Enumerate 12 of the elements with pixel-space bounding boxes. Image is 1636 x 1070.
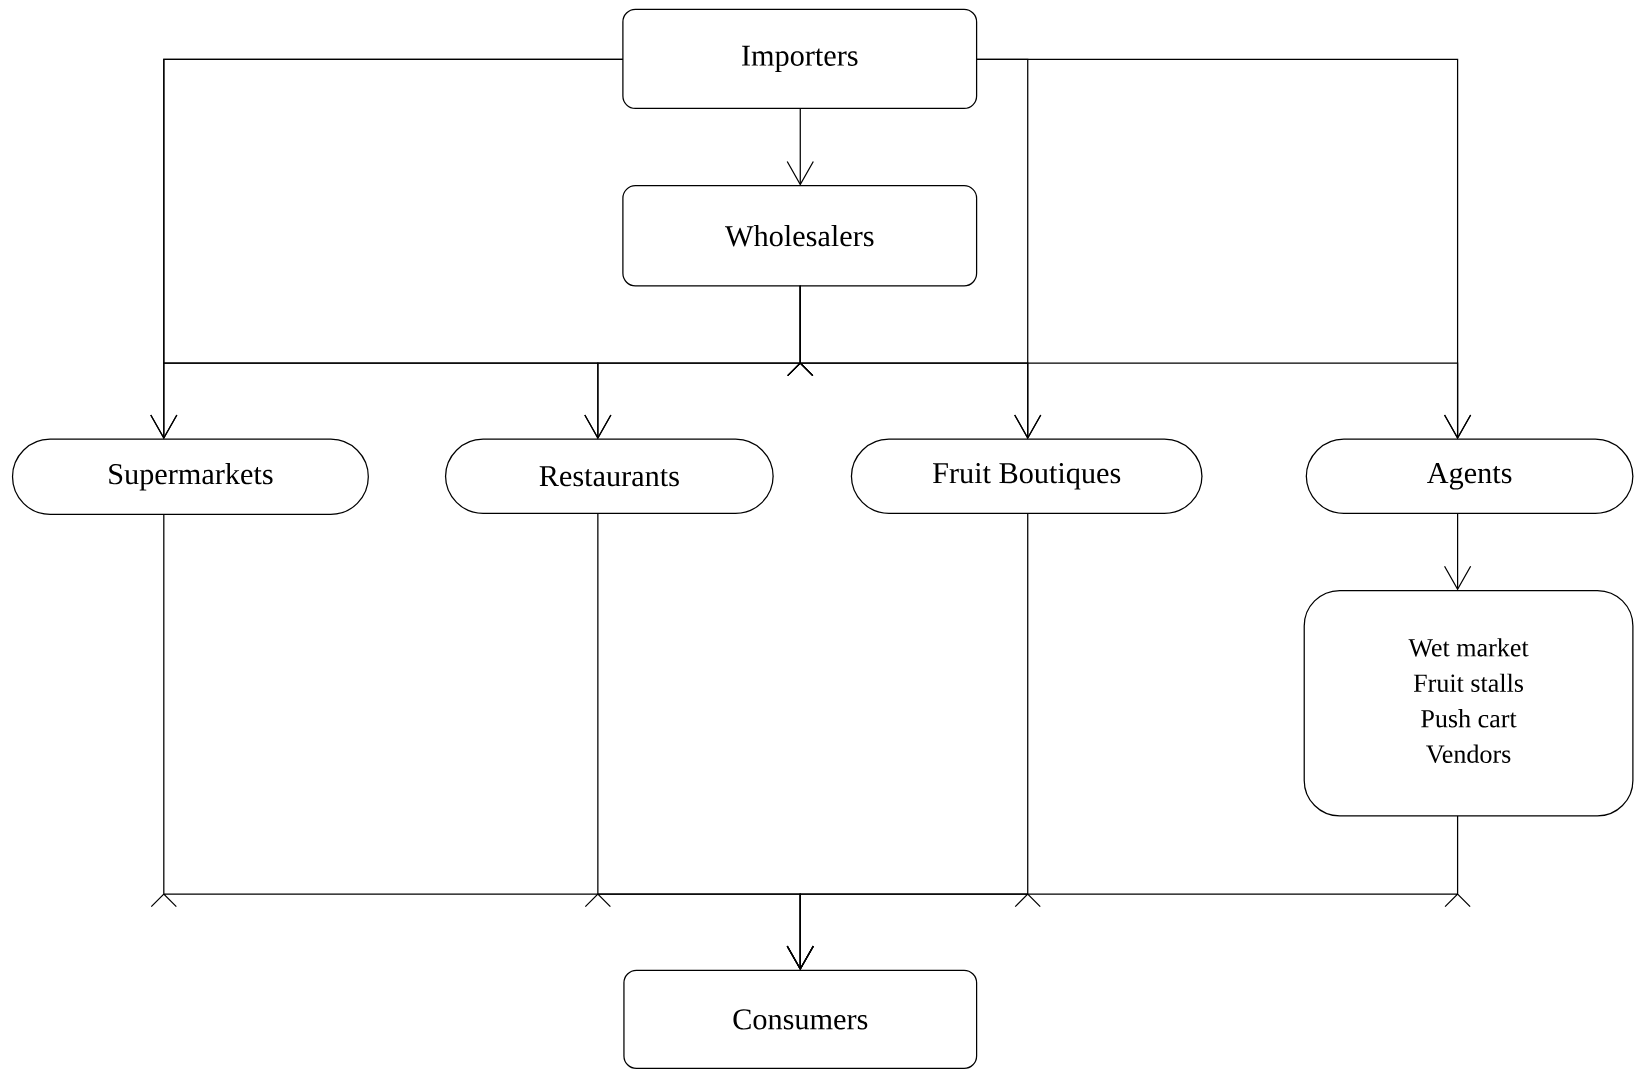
- rounded-box: Fruit Boutiques: [850, 438, 1203, 514]
- rounded-box: Supermarkets: [11, 438, 369, 515]
- arrow: [1443, 512, 1472, 591]
- flow-box: Wholesalers: [622, 184, 978, 287]
- arrow: [786, 815, 1471, 971]
- flow-box: Importers: [622, 8, 978, 109]
- rounded-box: Restaurants: [444, 438, 774, 514]
- outlet-box: Wet market Fruit stalls Push cart Vendors: [1303, 589, 1634, 817]
- rounded-box: Agents: [1305, 438, 1634, 514]
- flow-box: Consumers: [623, 969, 978, 1069]
- arrow: [786, 107, 814, 186]
- arrow: [787, 285, 1472, 439]
